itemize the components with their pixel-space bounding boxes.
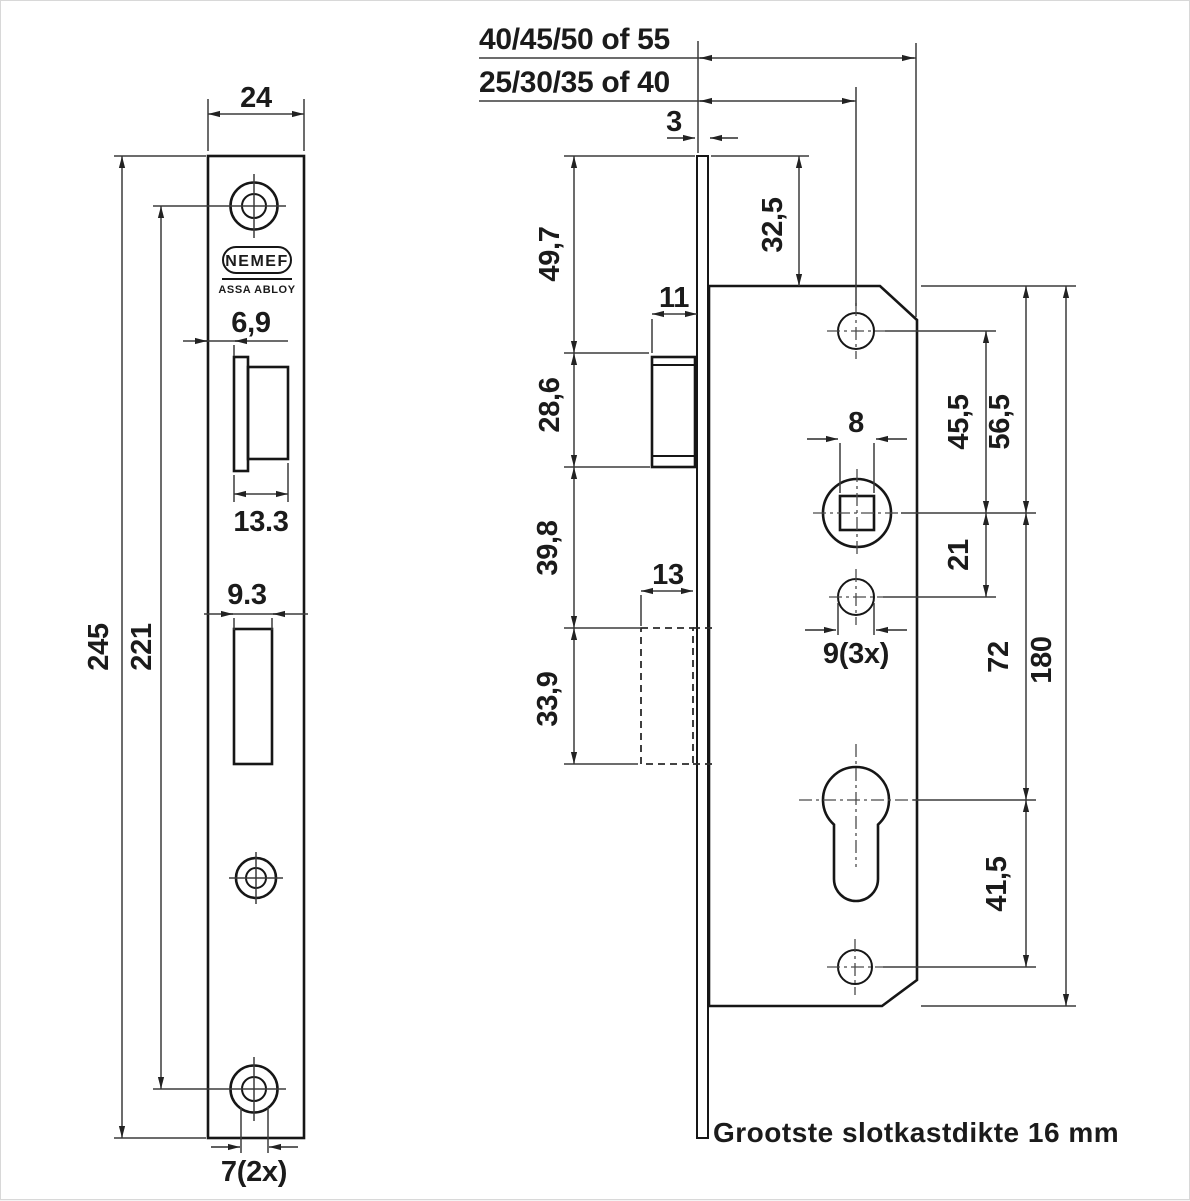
dim-top-to-case-label: 32,5 <box>757 197 789 252</box>
dim-bolt-cutout-width-label: 9.3 <box>227 579 267 611</box>
dim-plate-height-label: 245 <box>83 623 115 671</box>
front-middle-screw-hole <box>229 852 283 904</box>
front-latch-cutout <box>232 355 290 473</box>
case-thickness-note: Grootste slotkastdikte 16 mm <box>713 1117 1119 1148</box>
case-top-screw-hole <box>827 303 885 359</box>
dim-casetop-to-spindle-label: 56,5 <box>984 394 1016 449</box>
dim-latch-offset-label: 6,9 <box>231 307 271 339</box>
dim-latch-protrusion-label: 11 <box>659 282 689 314</box>
front-deadbolt-cutout <box>232 627 274 766</box>
latch-bolt-side <box>650 355 697 469</box>
faceplate-front-outline <box>206 154 306 1140</box>
spindle-follower <box>813 469 901 557</box>
side-view: 40/45/50 of 55 25/30/35 of 40 3 49,7 32,… <box>479 23 1119 1148</box>
deadbolt-hidden <box>640 627 713 765</box>
dim-cylinder-to-screw-label: 41,5 <box>981 856 1013 911</box>
front-bottom-screw-hole <box>153 1057 286 1121</box>
lock-case-outline <box>707 284 919 1008</box>
dim-bolt-throw-label: 13 <box>652 559 684 591</box>
dim-backset-large-label: 40/45/50 of 55 <box>479 23 670 56</box>
small-hole <box>829 569 883 625</box>
euro-cylinder-hole <box>799 744 913 903</box>
dim-spindle-to-hole-label: 21 <box>943 539 975 571</box>
dim-latch-to-bolt-label: 39,8 <box>532 520 564 575</box>
case-bottom-screw-hole <box>827 939 883 995</box>
brand-logo: NEMEF ASSA ABLOY <box>218 246 295 296</box>
dim-screw-to-spindle-label: 45,5 <box>943 394 975 449</box>
dim-top-to-latch-label: 49,7 <box>534 226 566 281</box>
side-dimension-lines <box>479 41 1076 1007</box>
dim-plate-width-label: 24 <box>240 82 272 114</box>
dim-latch-cutout-width-label: 13.3 <box>233 506 288 538</box>
dim-spindle-to-cylinder-label: 72 <box>983 641 1015 673</box>
dim-screw-hole-dia-label: 7(2x) <box>221 1156 287 1188</box>
front-top-screw-hole <box>153 174 286 238</box>
dim-hole-dia-label: 9(3x) <box>823 638 889 670</box>
dim-bolt-height-label: 33,9 <box>532 671 564 726</box>
logo-group-text: ASSA ABLOY <box>218 284 295 296</box>
logo-text: NEMEF <box>225 253 289 270</box>
front-dimension-lines <box>114 99 308 1153</box>
logo-stadium-border <box>222 246 292 274</box>
dim-latch-height-label: 28,6 <box>534 377 566 432</box>
dim-backset-small-label: 25/30/35 of 40 <box>479 66 670 99</box>
faceplate-side-outline <box>696 155 709 1139</box>
dim-spindle-square-label: 8 <box>848 407 864 439</box>
dim-faceplate-thickness-label: 3 <box>666 106 682 138</box>
front-view: NEMEF ASSA ABLOY <box>83 82 308 1188</box>
dim-screw-distance-label: 221 <box>126 623 158 671</box>
dim-case-height-label: 180 <box>1026 636 1058 684</box>
